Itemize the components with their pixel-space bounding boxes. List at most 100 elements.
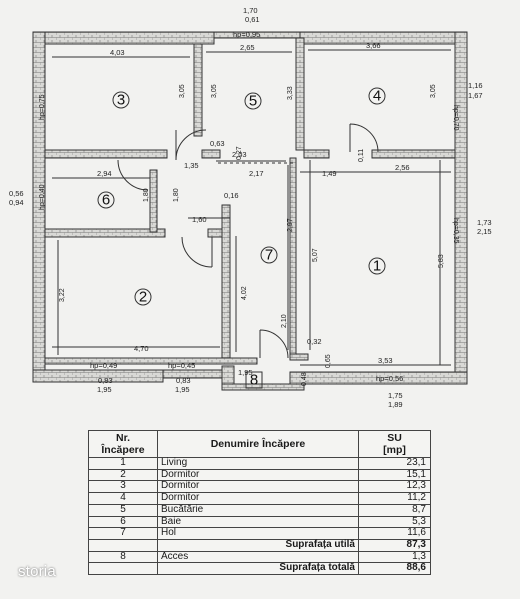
dim-label: hp=0,70 <box>452 105 459 131</box>
room-2-marker: 2 <box>134 288 152 306</box>
dim-label: 1,35 <box>184 161 199 170</box>
dim-label: 0,16 <box>224 191 239 200</box>
dim-label: 2,10 <box>281 314 288 328</box>
dim-label: 1,49 <box>322 169 337 178</box>
dim-label: 4,03 <box>110 48 125 57</box>
cell-su: 5,3 <box>358 515 431 529</box>
dim-label: hp=0,45 <box>168 361 195 370</box>
dim-label: 3,05 <box>430 84 437 98</box>
col-header-nr: Nr. Încăpere <box>88 430 158 458</box>
interior-walls <box>44 37 456 391</box>
cell-nr: 2 <box>88 468 158 482</box>
dim-label: 2,17 <box>249 169 264 178</box>
dim-label: 3,05 <box>211 84 218 98</box>
dim-label: 2,03 <box>232 150 247 159</box>
dim-label: 2,15 <box>477 227 492 236</box>
dim-label: 1,95 <box>238 368 253 377</box>
cell-name: Dormitor <box>157 492 359 505</box>
cell-nr: 5 <box>88 503 158 517</box>
cell-su: 23,1 <box>358 457 431 470</box>
exterior-walls <box>32 31 468 385</box>
cell-su: 8,7 <box>358 503 431 517</box>
dim-label: 3,33 <box>287 86 294 100</box>
cell-nr: 8 <box>88 550 158 564</box>
cell-nr: 6 <box>88 515 158 529</box>
dim-label: 2,56 <box>395 163 410 172</box>
dim-label: 4,70 <box>134 344 149 353</box>
cell-su: 15,1 <box>358 468 431 482</box>
dim-label: 1,80 <box>173 188 180 202</box>
dim-label: 1,73 <box>477 218 492 227</box>
dim-label: 1,95 <box>175 385 190 394</box>
dim-label: 0,61 <box>245 15 260 24</box>
dim-label: 0,11 <box>358 149 365 162</box>
room-1-marker: 1 <box>368 257 386 275</box>
cell-name: Living <box>157 457 359 470</box>
dim-label: 0,27 <box>236 146 243 160</box>
dim-label: 1,70 <box>243 6 258 15</box>
room-number: 3 <box>117 92 125 109</box>
dim-label: 3,22 <box>59 288 66 302</box>
dim-label: 1,16 <box>468 81 483 90</box>
room-6-marker: 6 <box>97 191 115 209</box>
room-number: 1 <box>373 258 381 275</box>
dim-label: 2,97 <box>287 218 294 232</box>
cell-name: Dormitor <box>157 468 359 482</box>
room-number: 4 <box>373 88 381 105</box>
util-area-value: 87,3 <box>358 538 431 552</box>
cell-name: Bucătărie <box>157 503 359 517</box>
dim-label: 3,66 <box>366 41 381 50</box>
cell-nr: 3 <box>88 480 158 494</box>
room-area-table: Nr. Încăpere Denumire Încăpere SU [mp] 1… <box>88 430 431 576</box>
cell-name: Acces <box>157 550 359 564</box>
util-area-label: Suprafața utilă <box>157 538 359 552</box>
dim-label: hp=0,35 <box>452 218 459 244</box>
dim-label: hp=0,56 <box>376 374 403 383</box>
dim-label: hp=0,75 <box>39 94 46 120</box>
col-header-su: SU [mp] <box>358 430 431 458</box>
dim-label: 0,56 <box>9 189 24 198</box>
storia-logo[interactable]: storia <box>18 563 56 580</box>
room-number: 5 <box>249 93 257 110</box>
dim-label: 0,32 <box>307 337 322 346</box>
cell-nr: 7 <box>88 527 158 540</box>
room-8-marker: 8 <box>245 371 263 389</box>
cell-su: 11,6 <box>358 527 431 540</box>
total-area-value: 88,6 <box>358 562 431 576</box>
col-header-name: Denumire Încăpere <box>157 430 359 458</box>
dim-label: 2,94 <box>97 169 112 178</box>
dim-label: 0,65 <box>325 354 332 368</box>
cell-name: Baie <box>157 515 359 529</box>
room-number: 6 <box>102 192 110 209</box>
table-header-row: Nr. Încăpere Denumire Încăpere SU [mp] <box>88 430 431 458</box>
cell-su: 1,3 <box>358 550 431 564</box>
dim-label: 2,65 <box>240 43 255 52</box>
dim-label: 1,67 <box>468 91 483 100</box>
dimension-lines <box>52 49 451 366</box>
dim-label: hp=0,95 <box>233 30 260 39</box>
dimension-labels: 1,70 0,61 hp=0,95 4,03 2,65 3,66 1,16 1,… <box>9 6 492 409</box>
room-numbers: 1 2 3 4 5 6 7 8 <box>97 87 386 389</box>
dim-label: 1,89 <box>388 400 403 409</box>
dim-label: 0,94 <box>9 198 24 207</box>
dim-label: 3,05 <box>179 84 186 98</box>
dim-label: hp=0,40 <box>39 184 46 210</box>
dim-label: 5,83 <box>438 254 445 268</box>
room-4-marker: 4 <box>368 87 386 105</box>
room-number: 8 <box>250 372 258 389</box>
dim-label: 0,83 <box>176 376 191 385</box>
dim-label: 0,63 <box>210 139 225 148</box>
total-area-label: Suprafața totală <box>157 562 359 576</box>
dim-label: hp=0,49 <box>90 361 117 370</box>
dim-label: 1,80 <box>143 188 150 202</box>
dim-label: 1,75 <box>388 391 403 400</box>
dim-label: 3,53 <box>378 356 393 365</box>
dim-label: 5,07 <box>312 248 319 262</box>
dim-label: 1,95 <box>97 385 112 394</box>
room-number: 7 <box>265 247 273 264</box>
